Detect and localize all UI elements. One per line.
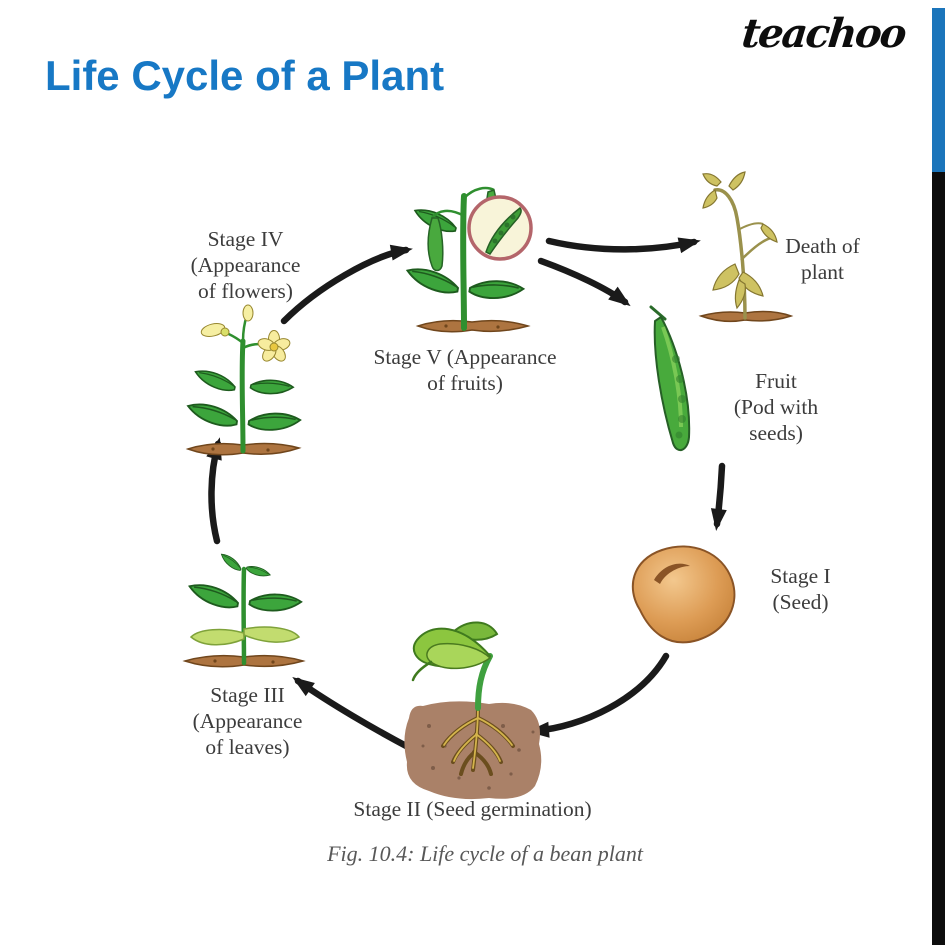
magnifier-circle [467,195,533,261]
figure-caption: Fig. 10.4: Life cycle of a bean plant [327,841,643,866]
right-edge-black-bar [932,172,945,945]
flower-buds [200,304,254,338]
bean-seed-illustration [631,545,736,644]
label-stage-5: Stage V (Appearance of fruits) [373,345,557,395]
cotyledon-leaf [189,628,245,646]
flowering-plant-illustration [185,304,302,456]
page-title: Life Cycle of a Plant [45,52,445,99]
pod-seeds [672,355,686,439]
cotyledon-leaf [243,626,301,643]
hanging-pod [427,217,444,272]
arrow-fruit-to-seed [710,462,727,531]
label-stage-1: Stage I (Seed) [770,564,831,614]
arrow-stage5-to-fruit [537,257,631,307]
seedling-plant-illustration [182,552,306,668]
soil-block [404,701,542,800]
root-highlights [443,705,513,769]
withered-leaves [702,171,778,310]
arrow-stage5-to-death [545,237,701,254]
label-stage-2: Stage II (Seed germination) [353,797,592,821]
cotyledon-sprout [411,621,499,682]
teachoo-logo: teachoo [739,10,908,57]
bean-pod-illustration [649,305,691,452]
label-death-of-plant: Death of plant [785,234,860,284]
right-edge-blue-bar [932,8,945,172]
dead-plant-illustration [698,171,794,323]
fruiting-plant-illustration [403,186,533,333]
label-fruit-pod: Fruit (Pod with seeds) [733,369,819,445]
label-stage-4: Stage IV (Appearance of flowers) [190,227,301,303]
seed-germination-illustration [404,621,542,800]
label-stage-3: Stage III (Appearance of leaves) [192,683,303,759]
open-flower [257,330,291,362]
